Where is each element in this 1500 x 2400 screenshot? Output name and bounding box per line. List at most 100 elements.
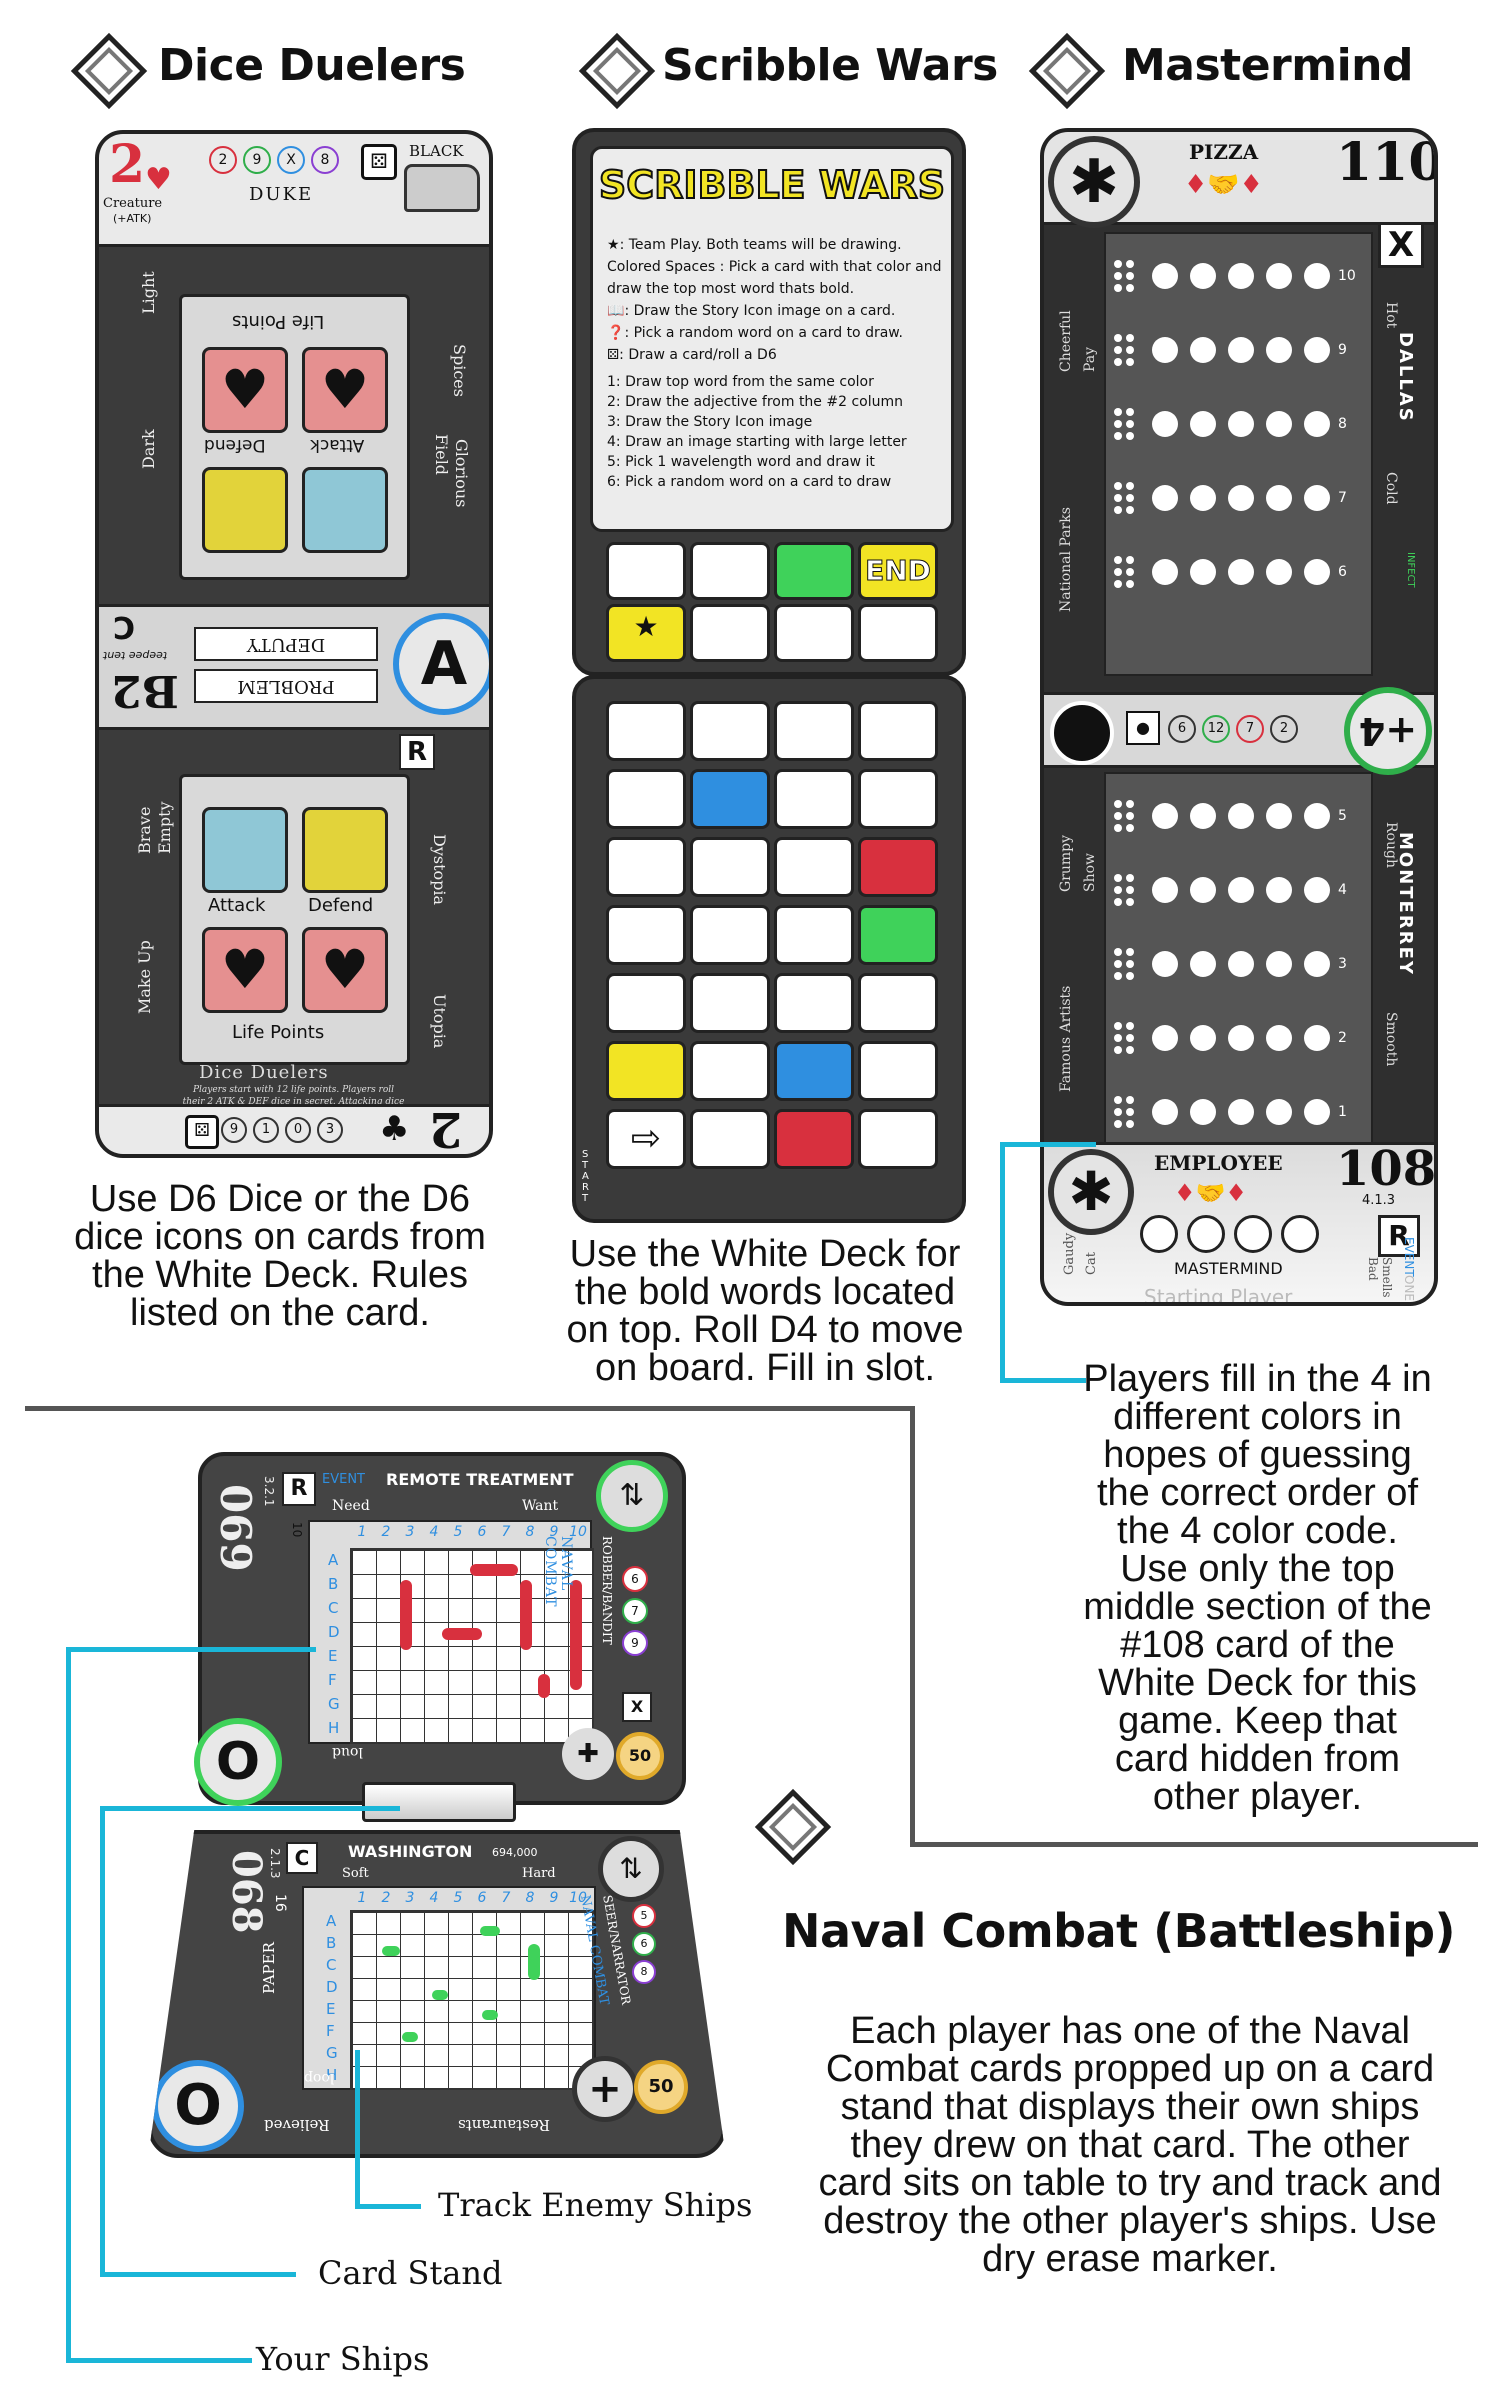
code-peg[interactable] (1152, 803, 1178, 829)
code-peg[interactable] (1190, 1025, 1216, 1051)
grid-col-label: 2 (381, 1524, 391, 1540)
board-space (858, 701, 938, 761)
code-peg[interactable] (1228, 263, 1254, 289)
code-peg[interactable] (1190, 411, 1216, 437)
code-peg[interactable] (1266, 263, 1292, 289)
code-peg[interactable] (1228, 1025, 1254, 1051)
code-peg[interactable] (1266, 1099, 1292, 1125)
relieved-label: Relieved (264, 2116, 330, 2134)
naval-top-grid[interactable] (350, 1548, 594, 1744)
code-peg[interactable] (1304, 803, 1330, 829)
code-peg[interactable] (1266, 337, 1292, 363)
grid-row-label: E (328, 1647, 338, 1665)
code-peg[interactable] (1304, 337, 1330, 363)
code-peg[interactable] (1190, 877, 1216, 903)
rule-line: ❓: Pick a random word on a card to draw. (607, 325, 903, 341)
code-peg[interactable] (1304, 951, 1330, 977)
sword-box (202, 807, 288, 893)
dice-value-badge: 2 (209, 146, 237, 174)
code-peg[interactable] (1304, 263, 1330, 289)
code-peg[interactable] (1152, 411, 1178, 437)
lower-battle-panel: Attack Defend ♥ ♥ Life Points (179, 774, 410, 1065)
code-peg[interactable] (1304, 485, 1330, 511)
side-label: Dystopia (430, 834, 449, 906)
code-peg[interactable] (1266, 485, 1292, 511)
code-peg[interactable] (1266, 559, 1292, 585)
code-peg[interactable] (1152, 559, 1178, 585)
word-label: EVENT (1402, 1237, 1416, 1277)
code-peg[interactable] (1190, 485, 1216, 511)
board-space (858, 837, 938, 897)
board-space-yellow: ★ (606, 604, 686, 662)
code-peg[interactable] (1228, 337, 1254, 363)
guess-row[interactable]: 4 (1106, 860, 1371, 920)
code-peg[interactable] (1304, 559, 1330, 585)
code-peg[interactable] (1152, 1099, 1178, 1125)
board-space (774, 701, 854, 761)
guess-row[interactable]: 9 (1106, 320, 1371, 380)
code-peg[interactable] (1152, 337, 1178, 363)
code-peg[interactable] (1190, 803, 1216, 829)
board-space (774, 1109, 854, 1169)
code-peg[interactable] (1152, 951, 1178, 977)
naval-combat-title: Naval Combat (Battleship) (782, 1904, 1456, 1958)
guess-row[interactable]: 10 (1106, 246, 1371, 306)
feedback-pegs (1112, 946, 1146, 982)
code-peg[interactable] (1266, 877, 1292, 903)
die-icon: ⚄ (185, 1115, 219, 1149)
code-peg[interactable] (1228, 411, 1254, 437)
code-peg[interactable] (1152, 263, 1178, 289)
row-number: 5 (1338, 808, 1347, 824)
guess-row[interactable]: 3 (1106, 934, 1371, 994)
word-label: Cat (1084, 1252, 1099, 1275)
code-peg[interactable] (1304, 411, 1330, 437)
word-label: Gaudy (1062, 1232, 1077, 1275)
bottom-r: R (1378, 1215, 1420, 1257)
code-peg[interactable] (1266, 803, 1292, 829)
code-peg[interactable] (1190, 559, 1216, 585)
guess-row[interactable]: 2 (1106, 1008, 1371, 1068)
dice-value-badge: 6 (1168, 715, 1196, 743)
scribble-wars-board-card: ⇨ START (572, 675, 966, 1223)
dice-value-badge: 3 (317, 1117, 343, 1143)
code-peg[interactable] (1228, 485, 1254, 511)
guess-row[interactable]: 1 (1106, 1082, 1371, 1142)
code-peg[interactable] (1228, 1099, 1254, 1125)
paper-label: PAPER (260, 1942, 278, 1994)
code-peg[interactable] (1228, 951, 1254, 977)
code-peg[interactable] (1152, 877, 1178, 903)
grid-col-label: 4 (429, 1890, 439, 1906)
x-box: X (1378, 222, 1424, 268)
code-peg[interactable] (1190, 1099, 1216, 1125)
code-peg[interactable] (1228, 559, 1254, 585)
star-icon: ★ (607, 237, 620, 253)
guess-row[interactable]: 6 (1106, 542, 1371, 602)
code-peg[interactable] (1266, 411, 1292, 437)
grid-col-label: 1 (357, 1524, 367, 1540)
side-label: ROBBER/BANDIT (600, 1536, 614, 1645)
code-peg[interactable] (1190, 951, 1216, 977)
grid-row-label: A (328, 1551, 339, 1569)
code-peg[interactable] (1228, 877, 1254, 903)
code-peg[interactable] (1304, 1025, 1330, 1051)
code-peg[interactable] (1190, 337, 1216, 363)
guess-row[interactable]: 5 (1106, 786, 1371, 846)
hit-mark (482, 2010, 498, 2020)
list-item: 2: Draw the adjective from the #2 column (607, 394, 903, 410)
code-peg[interactable] (1228, 803, 1254, 829)
code-peg[interactable] (1304, 1099, 1330, 1125)
guess-row[interactable]: 7 (1106, 468, 1371, 528)
letter-r: R (399, 734, 435, 770)
code-peg[interactable] (1152, 485, 1178, 511)
code-peg[interactable] (1266, 951, 1292, 977)
code-peg[interactable] (1190, 263, 1216, 289)
code-peg[interactable] (1304, 877, 1330, 903)
connector-line (66, 1647, 316, 1652)
naval-bottom-grid[interactable] (350, 1910, 594, 2090)
guess-row[interactable]: 8 (1106, 394, 1371, 454)
upper-battle-panel: Life Points ♥ ♥ Defend Attack (179, 294, 410, 580)
heart-box: ♥ (202, 927, 288, 1013)
code-peg[interactable] (1152, 1025, 1178, 1051)
code-peg[interactable] (1266, 1025, 1292, 1051)
grid-row-label: E (326, 2000, 336, 2018)
